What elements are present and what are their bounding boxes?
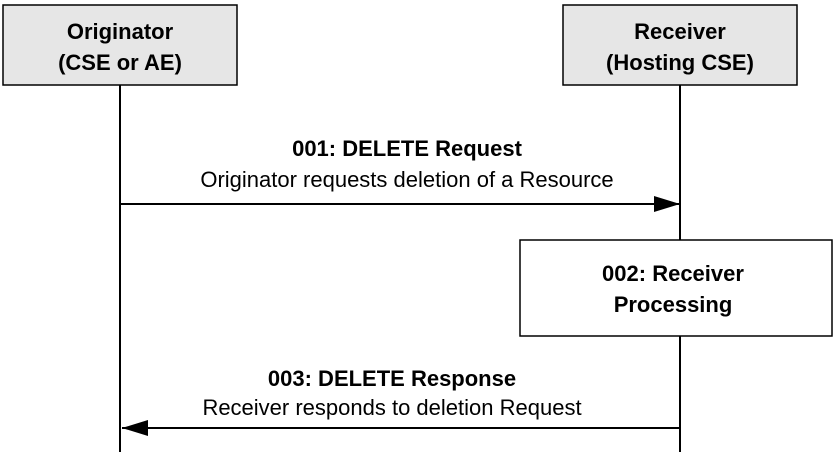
delete-response-title: 003: DELETE Response xyxy=(268,366,516,391)
delete-request-message: 001: DELETE Request Originator requests … xyxy=(120,136,680,212)
originator-box xyxy=(2,4,238,86)
delete-request-title: 001: DELETE Request xyxy=(292,136,523,161)
receiver-type: (Hosting CSE) xyxy=(606,50,754,75)
delete-response-message: 003: DELETE Response Receiver responds t… xyxy=(122,366,680,436)
processing-line-1: 002: Receiver xyxy=(602,261,744,286)
receiver-name: Receiver xyxy=(634,19,726,44)
processing-line-2: Processing xyxy=(614,292,733,317)
originator-name: Originator xyxy=(67,19,174,44)
receiver-participant: Receiver (Hosting CSE) xyxy=(562,4,798,86)
delete-request-description: Originator requests deletion of a Resour… xyxy=(200,167,613,192)
originator-participant: Originator (CSE or AE) xyxy=(2,4,238,86)
processing-box xyxy=(519,239,833,337)
originator-type: (CSE or AE) xyxy=(58,50,182,75)
receiver-box xyxy=(562,4,798,86)
delete-response-description: Receiver responds to deletion Request xyxy=(202,395,581,420)
receiver-processing-step: 002: Receiver Processing xyxy=(519,239,833,337)
